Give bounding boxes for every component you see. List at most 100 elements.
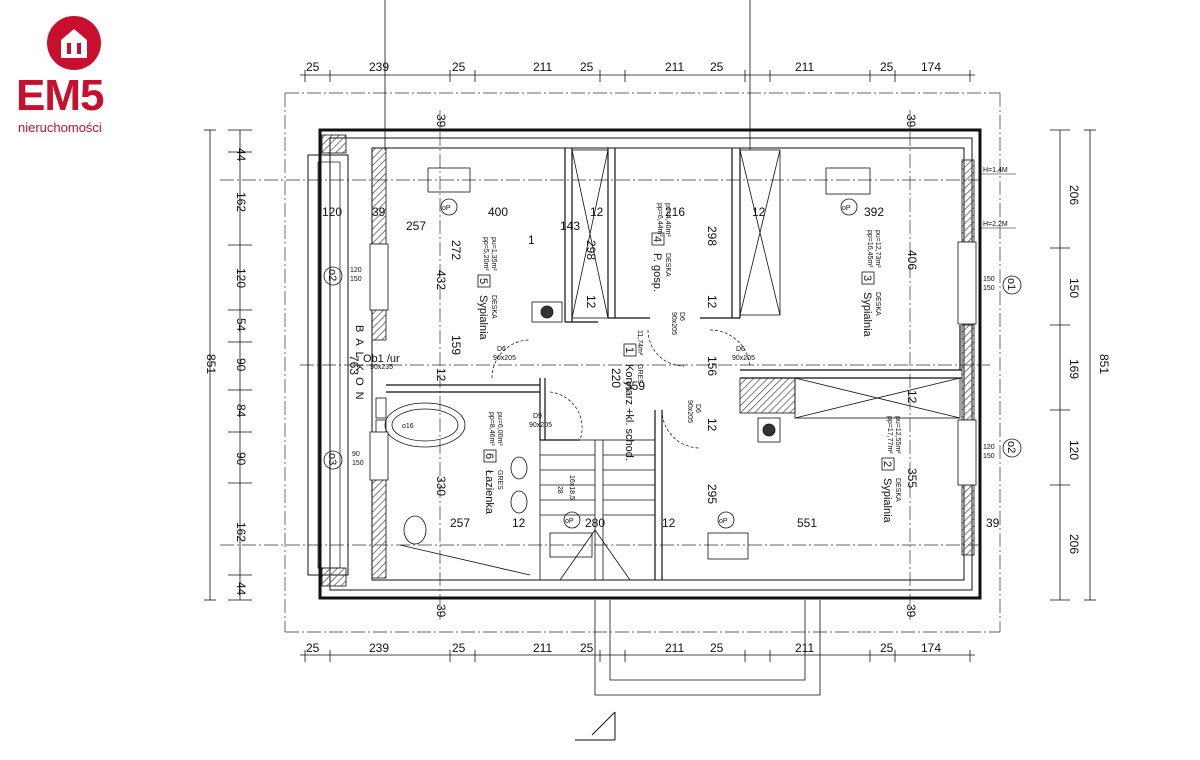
window-size: 120 [350,267,362,274]
room-name: Sypialnia [477,295,489,341]
top-dim-labels: 25 239 25 211 25 211 25 211 25 174 [306,60,941,74]
dim-label: 44 [234,582,248,596]
dim-label: 25 [306,641,320,655]
room-name: Łazienka [483,470,495,515]
dim-label: 12 [662,516,676,530]
door-labels: D6 90x205 D6 90x205 D6 90x205 D6 90x205 … [493,312,755,429]
window-label-o1: o1 [1005,278,1017,290]
window-labels: o1 o2 o2 o3 Ob1 /ur [326,269,1017,465]
dim-label: 25 [306,60,320,74]
door-label: D6 [694,404,701,413]
door-label: D6 [736,346,745,353]
dim-label: 239 [369,641,389,655]
door-size: 90x205 [732,355,755,362]
dim-label: 211 [795,60,814,74]
dim-total: 851 [1097,354,1111,374]
svg-text:1: 1 [623,347,635,353]
dim-label: 39 [904,604,918,618]
room-name: P. gosp. [651,253,663,292]
stairs-count: 28 [556,486,563,494]
dim-label: 12 [705,295,719,309]
room-3: 3 Sypialnia pu=12,73m² pp=16,45m² DESKA [861,230,881,338]
dim-label: 159 [449,335,463,355]
dim-label: 54 [234,318,248,332]
dim-label: 120 [1067,440,1081,460]
room-1: 1 Korytarz +kl. schod. 11,74m² GRES [623,330,643,461]
height-labels: H=1,4M H=2,2M [980,167,1016,229]
chimneys [375,301,781,443]
dim-label: 12 [584,295,598,309]
op-labels: oP oP oP oP [442,205,851,525]
room-pp: pp=5,20m² [482,237,489,271]
window-size: 120 [983,444,995,451]
dim-label: 174 [921,60,941,74]
dim-label: 44 [234,148,248,162]
svg-text:4: 4 [651,236,663,242]
dim-label: 90 [234,452,248,466]
dim-label: 25 [710,641,724,655]
logo-brand: EM5 [16,71,104,120]
height-label-2: H=2,2M [983,221,1008,228]
dim-label: 298 [584,240,598,260]
room-name: Sypialnia [861,292,873,338]
dim-label: 432 [434,270,448,290]
window-size: 150 [983,453,995,460]
dim-label: 120 [322,205,342,219]
room-pu: pu=6,00m² [496,412,503,446]
dim-label: 211 [665,60,684,74]
dim-label: 162 [234,522,248,542]
top-dim-chain [300,0,975,150]
dim-label: 25 [880,641,894,655]
window-size: 150 [983,276,995,283]
room-5: 5 Sypialnia pu=1,35m² pp=5,20m² DESKA [477,237,497,341]
op-label: oP [565,518,574,525]
dim-label: 406 [905,250,919,270]
dim-label: 25 [452,641,466,655]
door-label: D6 [497,346,506,353]
section-arrow-icon [575,711,616,741]
dim-label: 12 [905,390,919,404]
room-floor: DESKA [894,478,901,502]
dim-label: 12 [752,205,766,219]
bottom-dim-labels: 25 239 25 211 25 211 25 211 25 174 [306,641,941,655]
op-label: oP [719,518,728,525]
dim-label: 143 [560,219,580,233]
radiators [427,167,871,560]
window-label-o3: o3 [326,453,338,465]
dim-label: 39 [434,604,448,618]
dim-label: 551 [797,516,817,530]
op-label: oP [842,205,851,212]
dim-label: 39 [904,114,918,128]
dim-label: 298 [705,226,719,246]
room-6: 6 Łazienka pu=6,00m² pp=8,46m² GRES [483,412,503,515]
balcony-label: BALKON [353,325,365,406]
room-pu: pu=1,35m² [490,237,497,271]
room-name: Sypialnia [881,478,893,524]
sink-label: o16 [402,423,414,430]
window-size: 90 [352,451,360,458]
staircase [539,439,656,581]
window-label-ob1: Ob1 /ur [363,353,400,365]
shafts [571,149,961,419]
room-pu: 11,74m² [636,330,643,356]
dim-label: 12 [434,368,448,382]
logo-subtitle: nieruchomości [18,120,102,135]
window-size-labels: 150 150 120 150 120 150 90 150 90x235 [350,267,995,467]
room-pu: pu=12,55m² [894,416,901,454]
dim-label: 330 [434,476,448,496]
height-label-1: H=1,4M [983,167,1008,174]
left-dim-chain [204,129,252,601]
dim-label: 25 [710,60,724,74]
dim-label: 150 [1067,278,1081,298]
dim-label: 211 [533,60,552,74]
room-pp: pp=17,77m² [886,416,893,454]
dim-label: 12 [590,205,604,219]
dim-label: 39 [434,114,448,128]
right-dim-chain [1050,129,1096,601]
room-2: 2 Sypialnia pu=12,55m² pp=17,77m² DESKA [881,416,901,524]
dim-label: 1 [528,233,535,247]
window-label-o2: o2 [1005,441,1017,453]
dim-label: 25 [880,60,894,74]
dim-label: 359 [625,379,645,393]
